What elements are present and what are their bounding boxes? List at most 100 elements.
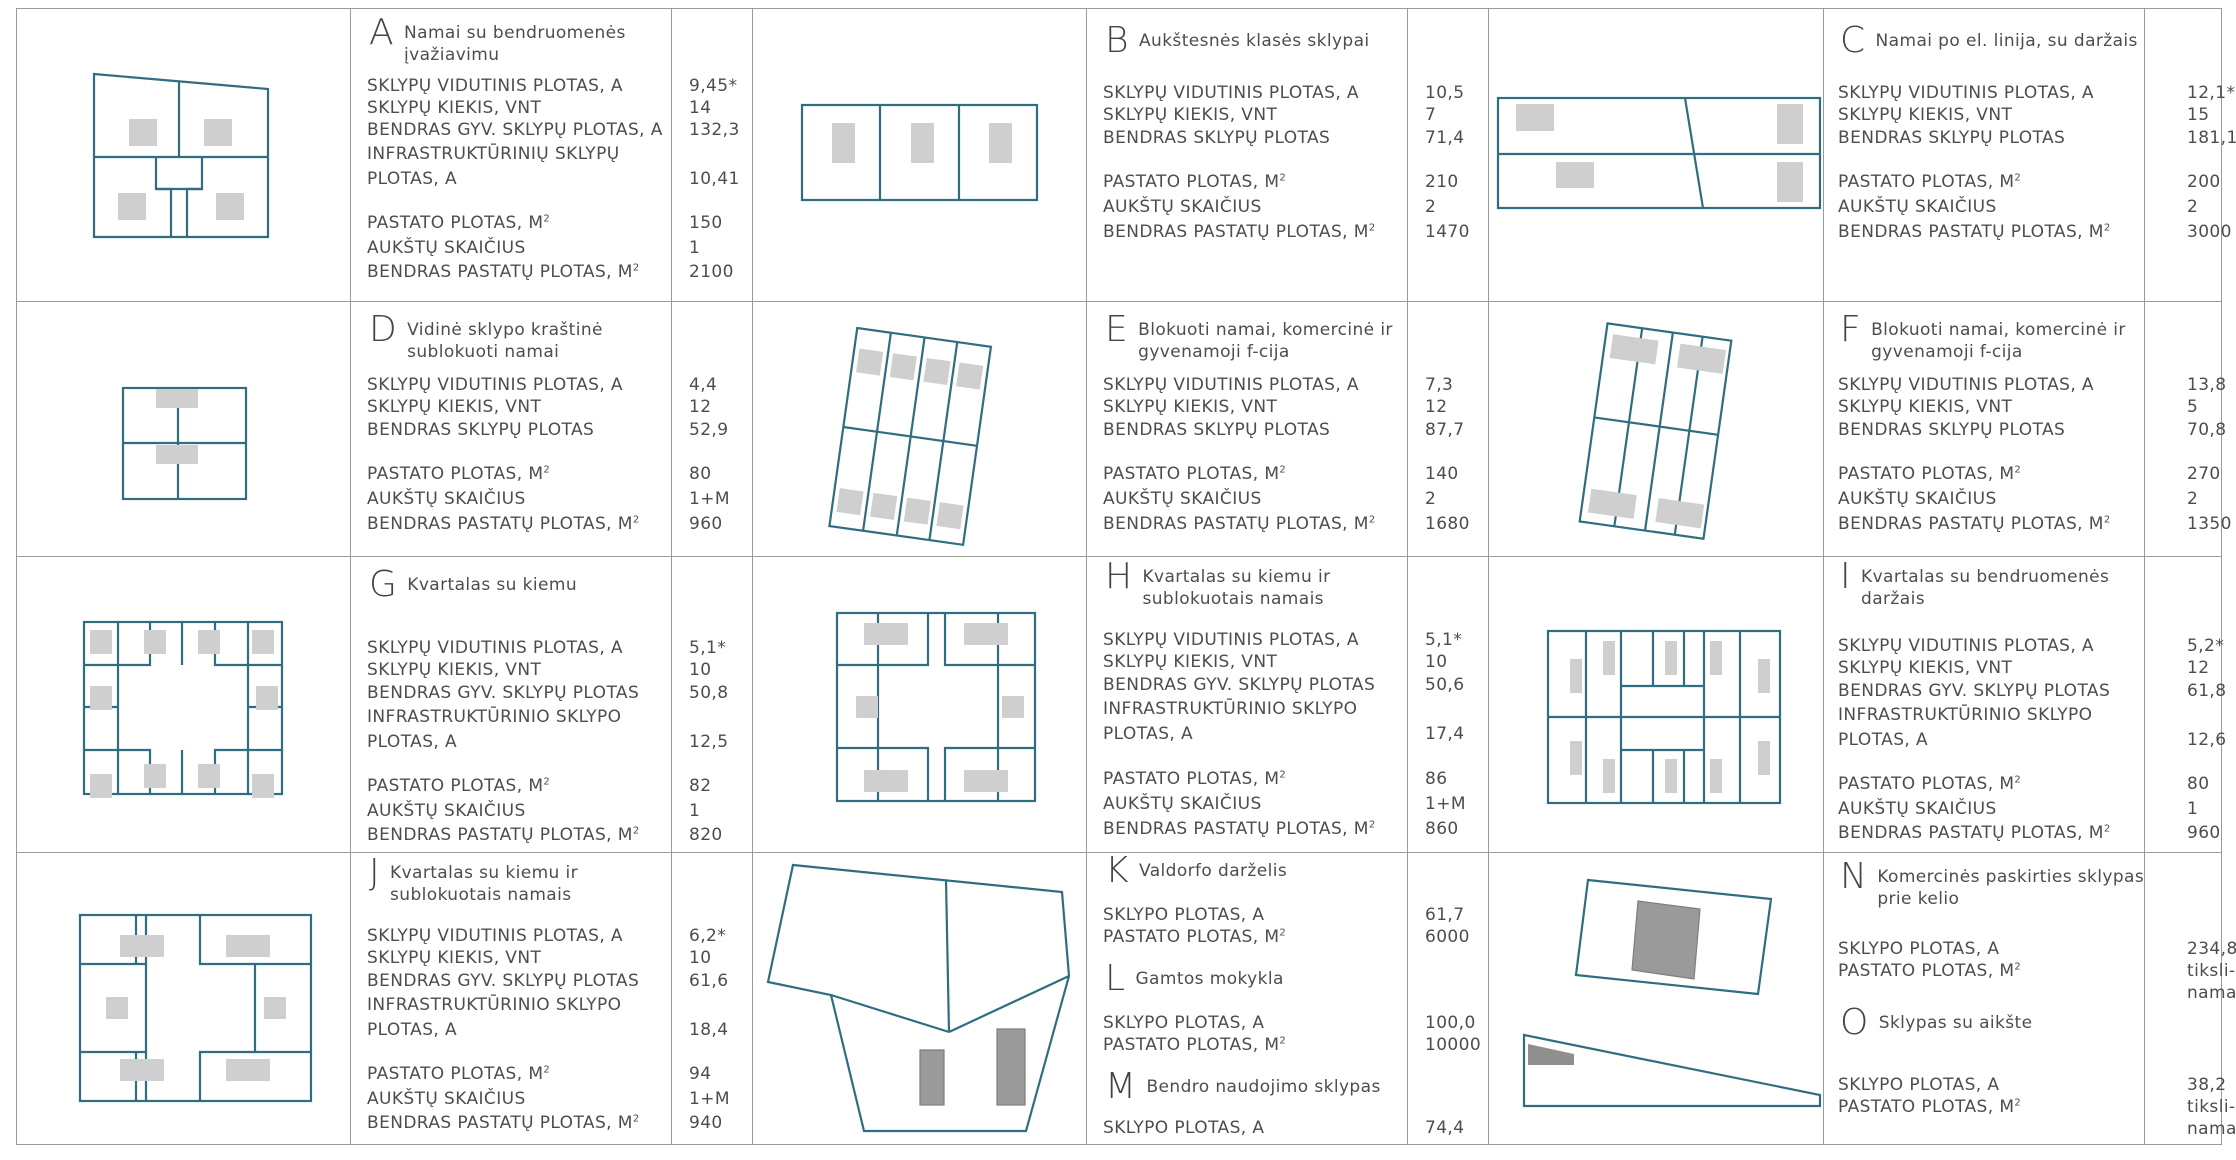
block-klm: K Valdorfo darželis SKLYPO PLOTAS, A PAS… [1087, 852, 1487, 1144]
block-letter: B [1105, 20, 1129, 61]
grid-line [671, 8, 672, 1145]
row-label: BENDRAS GYV. SKLYPŲ PLOTAS [367, 683, 640, 703]
row-label: PASTATO PLOTAS, M2 [1103, 172, 1287, 192]
row-value: 10,5 [1425, 83, 1465, 103]
row-value: 10,41 [689, 169, 740, 189]
row-label: SKLYPŲ VIDUTINIS PLOTAS, A [367, 926, 623, 946]
row-value: 1 [2187, 799, 2199, 819]
row-value: 1 [689, 801, 701, 821]
row-value: 82 [689, 776, 712, 796]
row-value: 12 [689, 397, 712, 417]
row-value: 2100 [689, 262, 734, 282]
block-letter: F [1840, 309, 1862, 350]
block-title: Valdorfo darželis [1139, 861, 1288, 881]
row-label: SKLYPŲ VIDUTINIS PLOTAS, A [367, 638, 623, 658]
row-label: AUKŠTŲ SKAIČIUS [1103, 489, 1262, 509]
diagram-klm [766, 863, 1071, 1133]
row-value: 12 [2187, 658, 2210, 678]
row-label: BENDRAS SKLYPŲ PLOTAS [367, 420, 595, 440]
diagram-g [82, 620, 284, 798]
block-title: Namai po el. linija, su daržais [1875, 31, 2138, 51]
row-label: PASTATO PLOTAS, M2 [1838, 961, 2022, 981]
building-footprint [919, 1049, 945, 1106]
building-footprint [1570, 741, 1582, 775]
row-label: SKLYPŲ KIEKIS, VNT [367, 98, 542, 118]
block-letter: D [369, 309, 398, 350]
diagram-d [121, 386, 248, 501]
block-title: Kvartalas su kiemu [407, 575, 577, 595]
row-label: PLOTAS, A [367, 169, 458, 189]
plot-outline [1594, 416, 1719, 436]
building-footprint [120, 1059, 164, 1081]
building-footprint [832, 123, 855, 163]
building-footprint [198, 630, 220, 654]
block-title: Aukštesnės klasės sklypai [1138, 31, 1370, 51]
row-value: 61,8 [2187, 681, 2227, 701]
plot-outline [1683, 97, 1705, 209]
row-label: AUKŠTŲ SKAIČIUS [1838, 799, 1997, 819]
row-label: BENDRAS GYV. SKLYPŲ PLOTAS [1103, 675, 1376, 695]
row-value: 61,6 [689, 971, 729, 991]
grid-line [16, 301, 2221, 302]
row-label: BENDRAS PASTATŲ PLOTAS, M2 [367, 825, 640, 845]
row-value: 74,4 [1425, 1118, 1465, 1138]
building-footprint [264, 997, 286, 1019]
row-value: 86 [1425, 769, 1448, 789]
row-value: 50,8 [689, 683, 729, 703]
grid-line [2144, 8, 2145, 1145]
row-label: AUKŠTŲ SKAIČIUS [1103, 197, 1262, 217]
row-label: BENDRAS SKLYPŲ PLOTAS [1838, 128, 2066, 148]
row-label: PLOTAS, A [367, 732, 458, 752]
row-value: 52,9 [689, 420, 729, 440]
diagram-f [1578, 322, 1733, 541]
row-label: BENDRAS SKLYPŲ PLOTAS [1103, 420, 1331, 440]
row-label: BENDRAS PASTATŲ PLOTAS, M2 [367, 262, 640, 282]
row-label: PASTATO PLOTAS, M2 [1103, 1035, 1287, 1055]
grid-line [16, 8, 2221, 9]
row-label: PASTATO PLOTAS, M2 [1103, 769, 1287, 789]
row-label: PASTATO PLOTAS, M2 [367, 213, 551, 233]
plot-outline [185, 157, 204, 237]
row-label: AUKŠTŲ SKAIČIUS [367, 238, 526, 258]
plot-outline [877, 613, 930, 667]
row-value: 2 [1425, 489, 1437, 509]
plot-outline [1643, 332, 1674, 531]
row-value: 17,4 [1425, 724, 1465, 744]
row-label: PLOTAS, A [1838, 730, 1929, 750]
grid-line [1823, 8, 1824, 1145]
block-letter: I [1840, 556, 1852, 597]
row-label: SKLYPŲ KIEKIS, VNT [1838, 658, 2013, 678]
row-label: AUKŠTŲ SKAIČIUS [1103, 794, 1262, 814]
diagram-a [92, 72, 270, 239]
row-value: 6,2* [689, 926, 727, 946]
row-label: SKLYPŲ VIDUTINIS PLOTAS, A [367, 76, 623, 96]
row-label: SKLYPŲ VIDUTINIS PLOTAS, A [1103, 375, 1359, 395]
row-label: PASTATO PLOTAS, M2 [1103, 927, 1287, 947]
row-value: 210 [1425, 172, 1459, 192]
plot-outline [92, 72, 270, 239]
row-label: AUKŠTŲ SKAIČIUS [1838, 489, 1997, 509]
building-footprint [156, 389, 198, 408]
row-value: 6000 [1425, 927, 1470, 947]
row-label: SKLYPO PLOTAS, A [1103, 905, 1265, 925]
building-footprint [864, 623, 908, 645]
row-value: nama [2187, 983, 2236, 1003]
plot-outline [948, 975, 1070, 1033]
row-label: INFRASTRUKTŪRINIŲ SKLYPŲ [367, 144, 620, 164]
building-footprint [144, 630, 166, 654]
row-value: 200 [2187, 172, 2221, 192]
row-label: PASTATO PLOTAS, M2 [1838, 774, 2022, 794]
diagram-e [828, 326, 993, 547]
building-footprint [156, 445, 198, 464]
row-value: 132,3 [689, 120, 740, 140]
building-footprint [1758, 741, 1770, 775]
row-value: 94 [689, 1064, 712, 1084]
block-letter: L [1105, 958, 1126, 999]
plot-outline [877, 746, 930, 801]
building-footprint [1710, 641, 1722, 675]
row-value: 50,6 [1425, 675, 1465, 695]
